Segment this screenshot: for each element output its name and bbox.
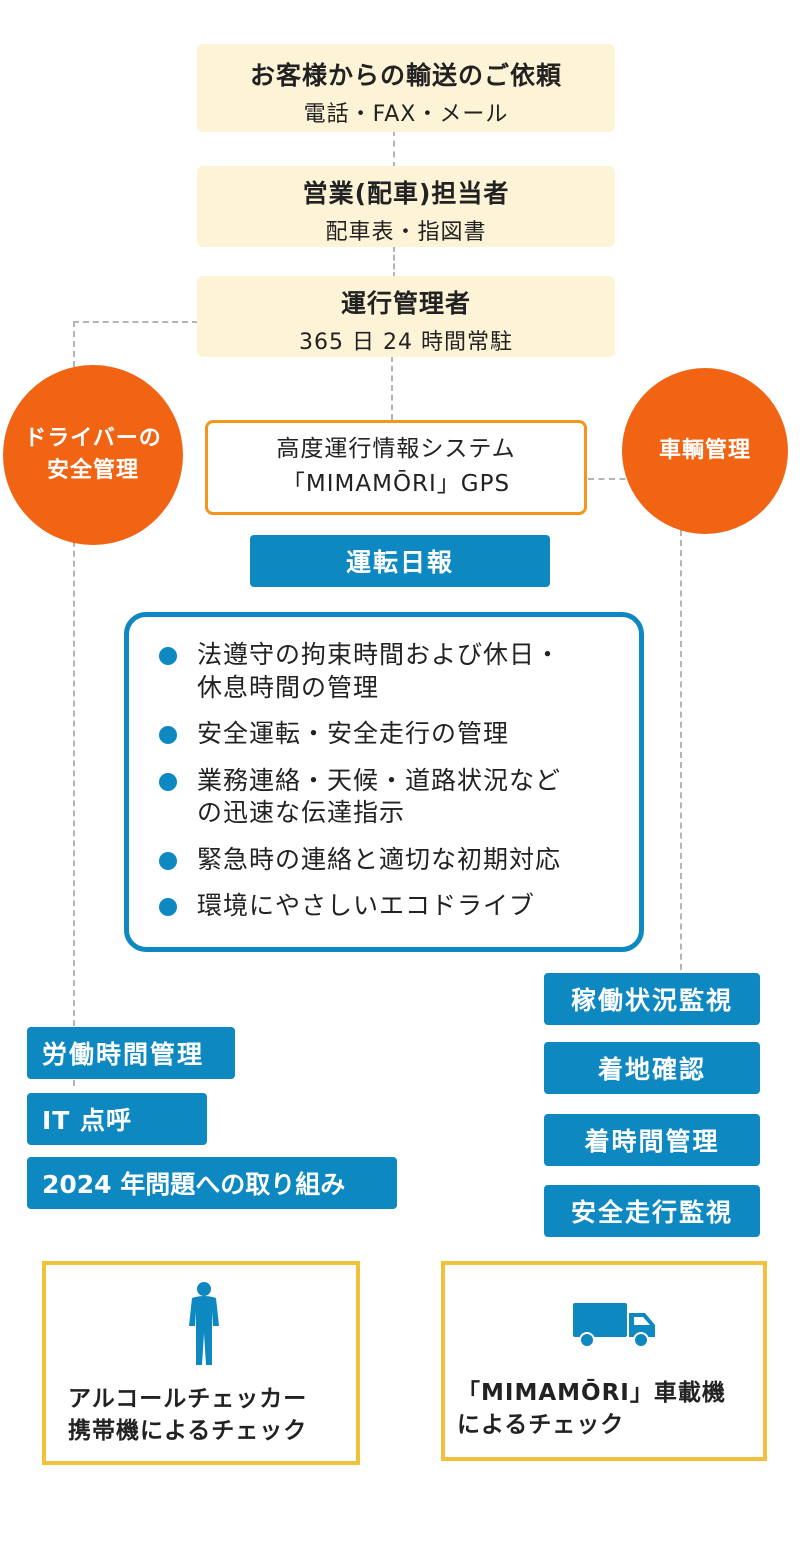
sales-title: 営業(配車)担当者 xyxy=(302,179,510,208)
tag-operation-monitoring: 稼働状況監視 xyxy=(544,973,760,1025)
tag-arrival-time-management: 着時間管理 xyxy=(544,1114,760,1166)
list-item: 環境にやさしいエコドライブ xyxy=(159,890,639,923)
connector-operation-left xyxy=(73,321,198,323)
bullet-dot-icon xyxy=(159,851,177,870)
request-title: お客様からの輸送のご依頼 xyxy=(249,61,562,90)
bullet-dot-icon xyxy=(159,726,177,744)
list-item: 安全運転・安全走行の管理 xyxy=(159,718,639,751)
sales-box: 営業(配車)担当者 配車表・指図書 xyxy=(197,166,615,247)
connector-operation-gps xyxy=(391,356,393,420)
list-item: 緊急時の連絡と適切な初期対応 xyxy=(159,844,639,877)
connector-request-sales xyxy=(393,130,395,168)
list-item: 法遵守の拘束時間および休日・休息時間の管理 xyxy=(159,639,639,704)
request-sub: 電話・FAX・メール xyxy=(303,102,509,127)
operation-sub: 365 日 24 時間常駐 xyxy=(299,330,513,355)
operation-box: 運行管理者 365 日 24 時間常駐 xyxy=(197,276,615,357)
onboard-device-label: 「MIMAMŌRI」車載機 によるチェック xyxy=(457,1380,726,1439)
alcohol-check-label: アルコールチェッカー 携帯機によるチェック xyxy=(68,1386,308,1445)
vehicle-circle-label: 車輌管理 xyxy=(658,438,751,464)
list-item: 業務連絡・天候・道路状況などの迅速な伝達指示 xyxy=(159,765,639,830)
bullet-dot-icon xyxy=(159,898,177,916)
connector-left-vertical xyxy=(73,321,75,1086)
driver-safety-circle: ドライバーの 安全管理 xyxy=(3,365,183,545)
tag-it-rollcall: IT 点呼 xyxy=(27,1093,207,1145)
vehicle-management-circle: 車輌管理 xyxy=(622,368,788,534)
tag-safe-driving-monitoring: 安全走行監視 xyxy=(544,1185,760,1237)
gps-line1: 高度運行情報システム xyxy=(276,436,516,462)
bullet-dot-icon xyxy=(159,772,177,791)
daily-report-tag: 運転日報 xyxy=(250,535,550,587)
sales-sub: 配車表・指図書 xyxy=(325,220,487,245)
management-list: 法遵守の拘束時間および休日・休息時間の管理 安全運転・安全走行の管理 業務連絡・… xyxy=(129,617,639,923)
bullet-dot-icon xyxy=(159,647,177,665)
connector-gps-right xyxy=(588,478,636,480)
management-panel: 法遵守の拘束時間および休日・休息時間の管理 安全運転・安全走行の管理 業務連絡・… xyxy=(124,612,644,952)
alcohol-check-box: アルコールチェッカー 携帯機によるチェック xyxy=(42,1261,360,1465)
connector-right-vertical xyxy=(680,530,682,990)
onboard-device-box: 「MIMAMŌRI」車載機 によるチェック xyxy=(441,1261,767,1461)
tag-work-hours: 労働時間管理 xyxy=(27,1027,235,1079)
tag-arrival-confirmation: 着地確認 xyxy=(544,1042,760,1094)
operation-title: 運行管理者 xyxy=(340,289,471,318)
truck-icon xyxy=(573,1303,655,1348)
connector-sales-operation xyxy=(393,246,395,278)
request-box: お客様からの輸送のご依頼 電話・FAX・メール xyxy=(197,44,615,132)
driver-circle-line2: 安全管理 xyxy=(46,458,139,483)
person-icon xyxy=(189,1282,219,1365)
driver-circle-line1: ドライバーの xyxy=(24,426,162,452)
gps-system-box: 高度運行情報システム 「MIMAMŌRI」GPS xyxy=(205,420,587,515)
gps-line2: 「MIMAMŌRI」GPS xyxy=(281,470,511,497)
tag-2024-issue: 2024 年問題への取り組み xyxy=(27,1157,397,1209)
